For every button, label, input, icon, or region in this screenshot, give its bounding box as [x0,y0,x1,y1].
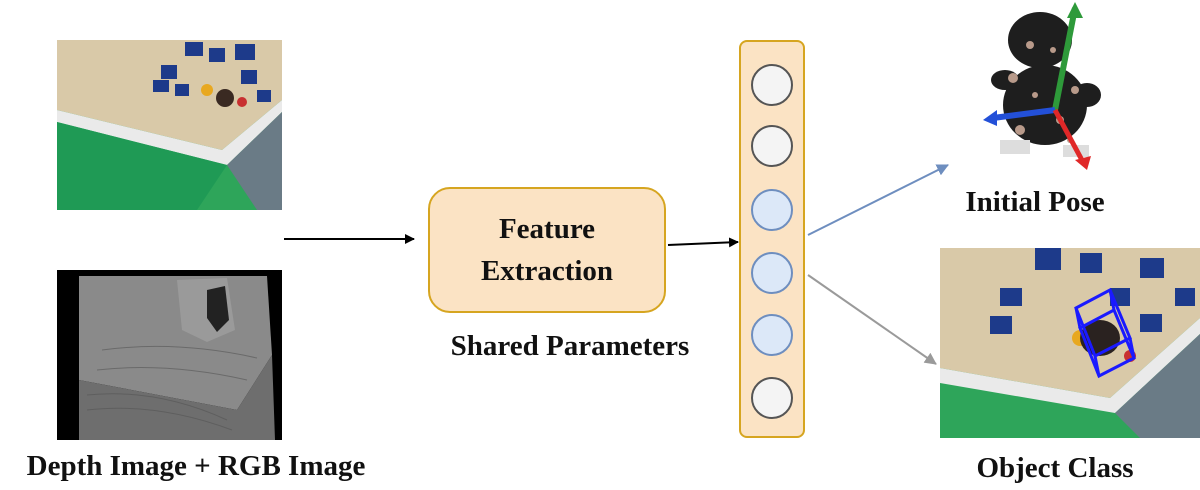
rgb-image [57,40,282,210]
feature-node [751,189,793,231]
layer-to-class-arrow [807,274,937,365]
object-class-label: Object Class [976,452,1134,484]
object-class-image [940,248,1200,438]
feature-label-line1: Feature [498,213,596,245]
initial-pose-visual [975,0,1105,175]
feature-node [751,252,793,294]
shared-parameters-caption: Shared Parameters [450,330,690,362]
depth-image [57,270,282,440]
feature-vector-layer [739,40,805,438]
feature-to-layer-arrow [667,237,739,248]
feature-node [751,314,793,356]
feature-extraction-box: Feature Extraction [428,187,666,313]
layer-to-pose-arrow [807,164,949,236]
initial-pose-label: Initial Pose [965,186,1105,218]
feature-node [751,64,793,106]
feature-label-line2: Extraction [480,255,614,287]
input-caption: Depth Image + RGB Image [26,450,366,482]
feature-node [751,377,793,419]
feature-node [751,125,793,167]
